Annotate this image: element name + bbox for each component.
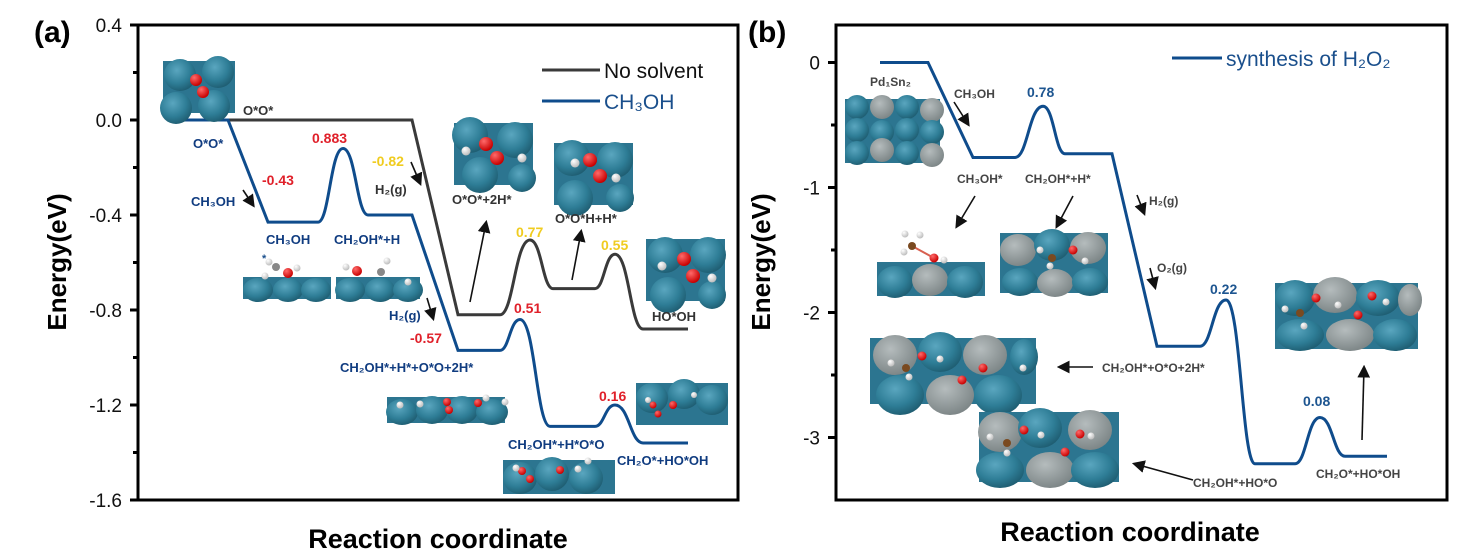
y-tick-label: -2 — [803, 304, 820, 325]
structure-image-ch2oh-h-oo-2h — [386, 394, 509, 425]
value-label: 0.78 — [1027, 84, 1054, 100]
state-label: H₂(g) — [375, 182, 407, 197]
structure-image-ch2oh-oo-2h-b — [870, 332, 1038, 415]
state-label: CH₃OH — [266, 232, 310, 247]
state-label: O*O*+2H* — [452, 192, 513, 207]
arrow-icon — [571, 228, 586, 281]
series-no-solvent-line — [180, 118, 688, 331]
state-label: CH₂OH*+H — [334, 232, 400, 247]
y-tick-label: 0 — [809, 54, 820, 75]
state-label: CH₂O*+HO*OH — [617, 453, 708, 468]
value-label: 0.77 — [516, 224, 543, 240]
y-tick-label: -1.6 — [89, 491, 122, 512]
panel-a-x-axis-label: Reaction coordinate — [308, 524, 568, 554]
y-tick-label: -0.4 — [89, 206, 122, 227]
series-ch3oh-line — [180, 118, 688, 445]
arrow-icon — [410, 161, 423, 186]
arrow-icon — [953, 101, 970, 127]
panel-b-y-axis-label: Energy(eV) — [746, 193, 776, 330]
y-tick-label: 0.0 — [96, 111, 122, 132]
panel-b-y-ticks: 0 -1 -2 -3 — [803, 54, 836, 450]
structure-image-hooh — [646, 237, 726, 313]
state-label: CH₂OH*+HO*O — [1193, 476, 1277, 490]
state-label: CH₃OH — [954, 87, 995, 101]
structure-image-ch2o-hooh — [636, 379, 728, 425]
legend-label-h2o2: synthesis of H₂O₂ — [1226, 48, 1391, 71]
state-label: CH₂O*+HO*OH — [1316, 467, 1400, 481]
value-label: 0.22 — [1210, 281, 1237, 297]
panel-a-label: (a) — [34, 16, 71, 49]
value-label: 0.16 — [599, 388, 626, 404]
structure-image-ch2oh-h — [335, 257, 423, 302]
series-h2o2-line — [880, 61, 1387, 466]
state-label: HO*OH — [652, 309, 696, 324]
arrow-icon — [242, 189, 255, 208]
value-label: 0.55 — [601, 237, 628, 253]
structure-image-ch2oh-hooo-b — [976, 408, 1119, 488]
arrow-icon — [1146, 267, 1159, 291]
y-tick-label: 0.4 — [96, 16, 123, 37]
panel-b-plot-frame — [834, 23, 1449, 502]
structure-image-ooh-h — [554, 140, 634, 216]
panel-b: (b) 0 -1 -2 -3 Energy(eV) Reaction coordina… — [746, 16, 1449, 547]
y-tick-label: -3 — [803, 429, 820, 450]
arrow-icon — [955, 195, 976, 229]
state-label: O*O*H+H* — [555, 211, 618, 226]
arrow-icon — [1055, 195, 1074, 229]
value-label: -0.43 — [262, 172, 294, 188]
state-label: Pd₁Sn₂ — [870, 75, 911, 89]
state-label: CH₂OH*+H* — [1025, 172, 1091, 186]
value-label: 0.51 — [514, 300, 541, 316]
state-label: H₂(g) — [389, 308, 421, 323]
structure-image-ch2oh-hooo — [503, 457, 615, 494]
arrow-icon — [469, 219, 491, 303]
panel-a-y-axis-label: Energy(eV) — [42, 193, 72, 330]
panel-a-y-ticks: 0.4 0.0 -0.4 -0.8 -1.2 -1.6 — [89, 16, 138, 512]
state-label: CH₂OH*+H*+O*O+2H* — [340, 360, 474, 375]
state-label: CH₃OH — [191, 194, 235, 209]
panel-a: (a) 0.4 0.0 -0.4 -0.8 -1.2 -1.6 Energy(eV) Re… — [34, 16, 740, 554]
value-label: -0.82 — [372, 153, 404, 169]
state-label: CH₂OH*+H*O*O — [508, 437, 604, 452]
state-label: H₂(g) — [1149, 194, 1178, 208]
legend-label-no-solvent: No solvent — [604, 60, 703, 83]
panel-b-label: (b) — [748, 16, 786, 49]
y-tick-label: -1.2 — [89, 396, 122, 417]
svg-text:*: * — [262, 253, 267, 265]
legend-label-ch3oh: CH₃OH — [604, 91, 674, 114]
structure-image-ch2oh-h-b — [1000, 229, 1108, 297]
arrow-icon — [1357, 364, 1371, 441]
value-label: -0.57 — [410, 330, 442, 346]
state-label: O₂(g) — [1157, 261, 1187, 275]
value-label: 0.883 — [312, 130, 347, 146]
state-label: O*O* — [243, 103, 274, 118]
structure-image-ch2o-hooh-b — [1275, 277, 1422, 351]
state-label: CH₂OH*+O*O+2H* — [1102, 361, 1205, 375]
arrow-icon — [424, 297, 437, 322]
state-label: CH₃OH* — [957, 172, 1003, 186]
structure-image-pd1sn2 — [845, 95, 944, 167]
structure-image-oo — [160, 56, 235, 124]
structure-image-ch3oh-ads-b — [877, 230, 985, 298]
structure-image-oo-2h — [452, 117, 536, 193]
value-label: 0.08 — [1303, 393, 1330, 409]
structure-image-ch3oh-ads: * — [243, 253, 331, 302]
arrow-icon — [1134, 194, 1147, 216]
arrow-icon — [1131, 460, 1194, 481]
state-label: O*O* — [193, 136, 224, 151]
panel-b-x-axis-label: Reaction coordinate — [1000, 517, 1260, 547]
y-tick-label: -1 — [803, 179, 820, 200]
y-tick-label: -0.8 — [89, 301, 122, 322]
